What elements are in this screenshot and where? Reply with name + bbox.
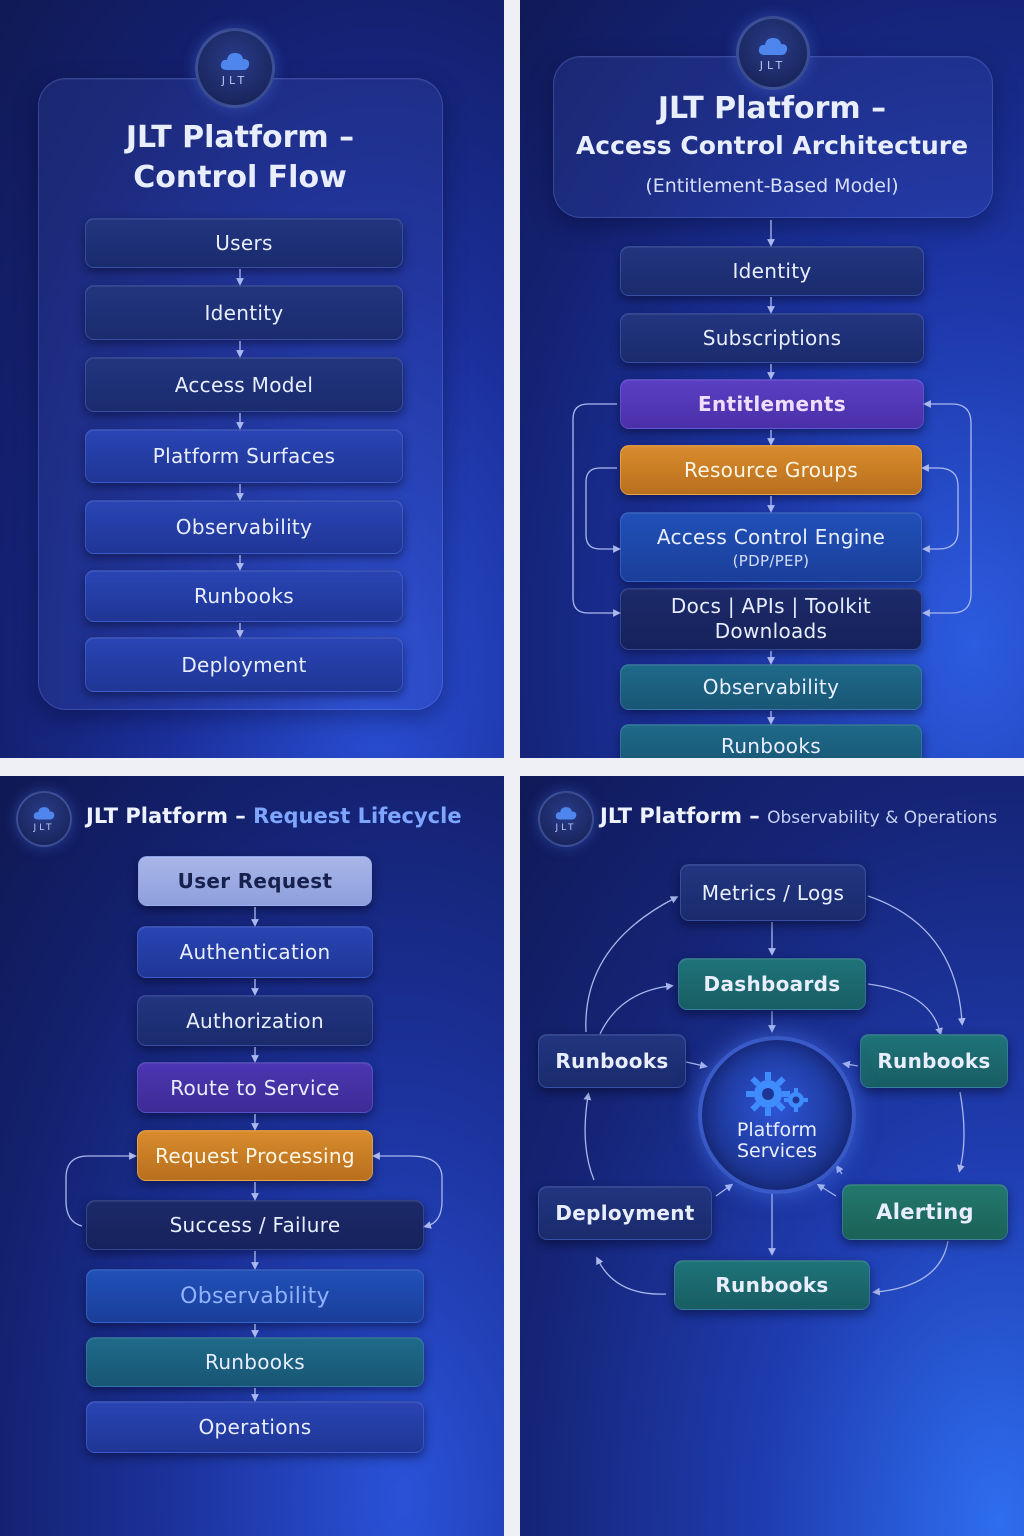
cloud-icon	[33, 807, 55, 820]
node-metrics-logs[interactable]: Metrics / Logs	[680, 864, 866, 921]
step-identity[interactable]: Identity	[85, 285, 403, 340]
hub-platform-services[interactable]: Platform Services	[698, 1036, 856, 1194]
step-identity[interactable]: Identity	[620, 246, 924, 296]
cloud-icon	[555, 807, 577, 820]
jlt-logo: JLT	[736, 16, 810, 90]
step-observability[interactable]: Observability	[85, 500, 403, 554]
title-line-2: Control Flow	[133, 160, 347, 195]
step-access-control-engine[interactable]: Access Control Engine (PDP/PEP)	[620, 512, 922, 582]
logo-text: JLT	[555, 823, 577, 833]
node-runbooks-bottom[interactable]: Runbooks	[674, 1260, 870, 1310]
page-title: JLT Platform – Observability & Operation…	[600, 804, 997, 828]
step-platform-surfaces[interactable]: Platform Surfaces	[85, 429, 403, 483]
access-control-panel: JLT JLT Platform – Access Control Archit…	[520, 0, 1024, 758]
engine-label: Access Control Engine	[656, 524, 886, 549]
title-line-1: JLT Platform –	[657, 91, 887, 126]
step-operations[interactable]: Operations	[86, 1401, 424, 1453]
step-route-to-service[interactable]: Route to Service	[137, 1062, 373, 1113]
observability-operations-panel: JLT JLT Platform – Observability & Opera…	[520, 776, 1024, 1536]
step-runbooks[interactable]: Runbooks	[86, 1337, 424, 1387]
docs-label-line-2: Downloads	[714, 619, 828, 643]
cloud-icon	[220, 52, 250, 70]
logo-text: JLT	[33, 823, 55, 833]
page-title: JLT Platform – Control Flow	[40, 118, 440, 198]
cloud-icon	[758, 37, 788, 55]
title-accent: Request Lifecycle	[253, 804, 462, 828]
node-alerting[interactable]: Alerting	[842, 1184, 1008, 1240]
step-resource-groups[interactable]: Resource Groups	[620, 445, 922, 495]
request-lifecycle-panel: JLT JLT Platform – Request Lifecycle Use…	[0, 776, 504, 1536]
node-runbooks-left[interactable]: Runbooks	[538, 1034, 686, 1088]
step-success-failure[interactable]: Success / Failure	[86, 1200, 424, 1250]
jlt-logo: JLT	[16, 791, 72, 847]
title-main: JLT Platform –	[600, 804, 760, 828]
node-deployment[interactable]: Deployment	[538, 1186, 712, 1240]
gear-icon	[746, 1072, 808, 1116]
step-access-model[interactable]: Access Model	[85, 357, 403, 412]
step-runbooks[interactable]: Runbooks	[620, 724, 922, 758]
title-main: JLT Platform –	[86, 804, 246, 828]
step-runbooks[interactable]: Runbooks	[85, 570, 403, 622]
title-line-3: (Entitlement-Based Model)	[645, 175, 899, 197]
engine-sublabel: (PDP/PEP)	[732, 551, 810, 570]
jlt-logo: JLT	[195, 28, 275, 108]
logo-text: JLT	[759, 58, 787, 72]
step-authorization[interactable]: Authorization	[137, 995, 373, 1046]
step-docs-apis-toolkit[interactable]: Docs | APIs | Toolkit Downloads	[620, 588, 922, 650]
step-deployment[interactable]: Deployment	[85, 637, 403, 692]
title-sub: Observability & Operations	[767, 808, 998, 828]
hub-label-line-1: Platform	[736, 1119, 818, 1141]
step-request-processing[interactable]: Request Processing	[137, 1130, 373, 1181]
node-runbooks-right[interactable]: Runbooks	[860, 1034, 1008, 1088]
node-dashboards[interactable]: Dashboards	[678, 958, 866, 1010]
docs-label-line-1: Docs | APIs | Toolkit	[670, 594, 872, 618]
step-user-request[interactable]: User Request	[138, 856, 372, 906]
control-flow-panel: JLT JLT Platform – Control Flow Users Id…	[0, 0, 504, 758]
logo-text: JLT	[221, 73, 249, 87]
page-title: JLT Platform – Access Control Architectu…	[540, 90, 1004, 208]
step-observability[interactable]: Observability	[86, 1269, 424, 1323]
step-users[interactable]: Users	[85, 218, 403, 268]
page-title: JLT Platform – Request Lifecycle	[86, 804, 462, 828]
jlt-logo: JLT	[538, 791, 594, 847]
hub-label-line-2: Services	[736, 1140, 818, 1162]
title-line-1: JLT Platform –	[125, 120, 355, 155]
title-line-2: Access Control Architecture	[575, 131, 969, 160]
step-entitlements[interactable]: Entitlements	[620, 379, 924, 429]
step-observability[interactable]: Observability	[620, 664, 922, 710]
step-authentication[interactable]: Authentication	[137, 926, 373, 978]
step-subscriptions[interactable]: Subscriptions	[620, 313, 924, 363]
